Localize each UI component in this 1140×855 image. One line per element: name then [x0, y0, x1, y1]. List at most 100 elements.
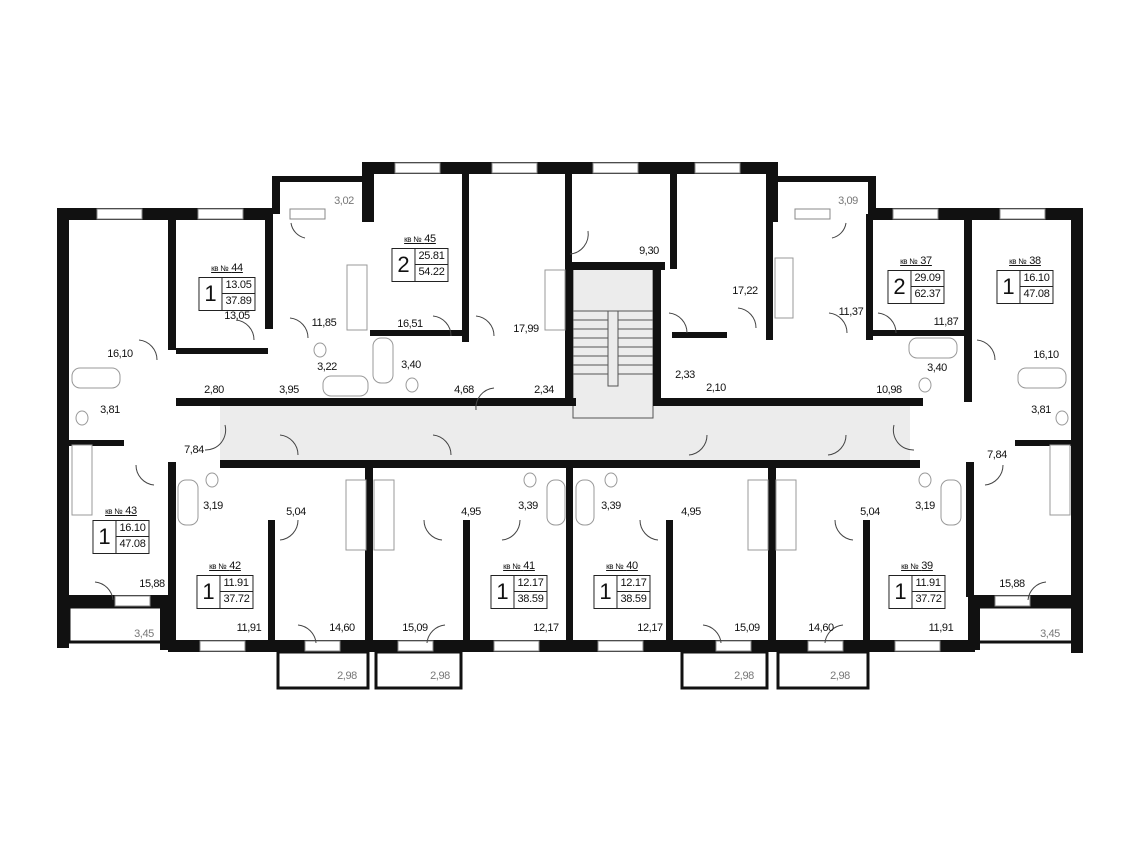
total-area: 38.59: [620, 593, 647, 605]
room-area-label: 16,10: [107, 348, 133, 360]
living-area: 29.09: [911, 271, 944, 287]
room-area-label: 11,37: [838, 306, 864, 318]
room-count: 1: [889, 576, 913, 608]
balcony-area-label: 3,02: [334, 195, 354, 207]
room-area-label: 3,22: [317, 361, 337, 373]
balconies: [67, 605, 1077, 690]
balcony-area-label: 3,09: [838, 195, 858, 207]
apartment-number: кв № 38: [1009, 255, 1041, 267]
room-count: 1: [594, 576, 618, 608]
balcony-area-label: 2,98: [430, 670, 450, 682]
apartment-number: кв № 42: [209, 560, 241, 572]
room-area-label: 14,60: [329, 622, 355, 634]
room-area-label: 3,40: [927, 362, 947, 374]
room-count: 1: [197, 576, 221, 608]
room-area-label: 16,10: [1033, 349, 1059, 361]
room-area-label: 5,04: [860, 506, 880, 518]
room-count: 2: [888, 271, 912, 303]
room-area-label: 3,95: [279, 384, 299, 396]
room-area-label: 12,17: [533, 622, 559, 634]
stairwell: [572, 267, 654, 419]
room-area-label: 3,39: [518, 500, 538, 512]
balcony-area-label: 3,45: [1040, 628, 1060, 640]
living-area: 13.05: [222, 278, 255, 294]
door-swings: [94, 222, 1047, 644]
apartment-number: кв № 40: [606, 560, 638, 572]
total-area: 37.72: [915, 593, 942, 605]
living-area: 11.91: [912, 576, 945, 592]
room-area-label: 2,34: [534, 384, 554, 396]
room-area-label: 9,30: [639, 245, 659, 257]
room-area-label: 2,80: [204, 384, 224, 396]
room-area-label: 3,19: [915, 500, 935, 512]
room-area-label: 4,95: [461, 506, 481, 518]
room-area-label: 3,39: [601, 500, 621, 512]
corridor: [220, 404, 910, 462]
apartment-number: кв № 37: [900, 255, 932, 267]
apartment-number: кв № 39: [901, 560, 933, 572]
living-area: 12.17: [617, 576, 650, 592]
room-area-label: 7,84: [184, 444, 204, 456]
total-area: 38.59: [517, 593, 544, 605]
room-area-label: 2,10: [706, 382, 726, 394]
apartment-number: кв № 44: [211, 262, 243, 274]
balcony-area-label: 2,98: [734, 670, 754, 682]
room-count: 2: [392, 249, 416, 281]
room-area-label: 4,68: [454, 384, 474, 396]
room-area-label: 15,88: [999, 578, 1025, 590]
room-area-label: 3,81: [1031, 404, 1051, 416]
total-area: 54.22: [418, 266, 445, 278]
bathroom-fixtures: [71, 257, 1071, 551]
room-area-label: 15,88: [139, 578, 165, 590]
total-area: 62.37: [914, 288, 941, 300]
apartment-number: кв № 43: [105, 505, 137, 517]
living-area: 11.91: [220, 576, 253, 592]
living-area: 25.81: [415, 249, 448, 265]
windows: [96, 162, 1046, 652]
room-area-label: 5,04: [286, 506, 306, 518]
room-area-label: 17,99: [513, 323, 539, 335]
living-area: 16.10: [1020, 271, 1053, 287]
room-area-label: 3,19: [203, 500, 223, 512]
room-area-label: 17,22: [732, 285, 758, 297]
room-count: 1: [997, 271, 1021, 303]
apartment-number: кв № 41: [503, 560, 535, 572]
room-area-label: 14,60: [808, 622, 834, 634]
room-area-label: 15,09: [734, 622, 760, 634]
total-area: 37.72: [223, 593, 250, 605]
room-area-label: 11,87: [933, 316, 959, 328]
balcony-area-label: 3,45: [134, 628, 154, 640]
room-count: 1: [491, 576, 515, 608]
room-area-label: 10,98: [876, 384, 902, 396]
room-area-label: 3,81: [100, 404, 120, 416]
room-count: 1: [93, 521, 117, 553]
total-area: 47.08: [119, 538, 146, 550]
room-area-label: 12,17: [637, 622, 663, 634]
balcony-area-label: 2,98: [830, 670, 850, 682]
room-area-label: 4,95: [681, 506, 701, 518]
apartment-number: кв № 45: [404, 233, 436, 245]
room-area-label: 11,85: [311, 317, 337, 329]
total-area: 47.08: [1023, 288, 1050, 300]
room-count: 1: [199, 278, 223, 310]
room-area-label: 11,91: [928, 622, 954, 634]
room-area-label: 13,05: [224, 310, 250, 322]
room-area-label: 15,09: [402, 622, 428, 634]
room-area-label: 11,91: [236, 622, 262, 634]
room-area-label: 7,84: [987, 449, 1007, 461]
room-area-label: 16,51: [397, 318, 423, 330]
room-area-label: 3,40: [401, 359, 421, 371]
living-area: 16.10: [116, 521, 149, 537]
living-area: 12.17: [514, 576, 547, 592]
room-area-label: 2,33: [675, 369, 695, 381]
